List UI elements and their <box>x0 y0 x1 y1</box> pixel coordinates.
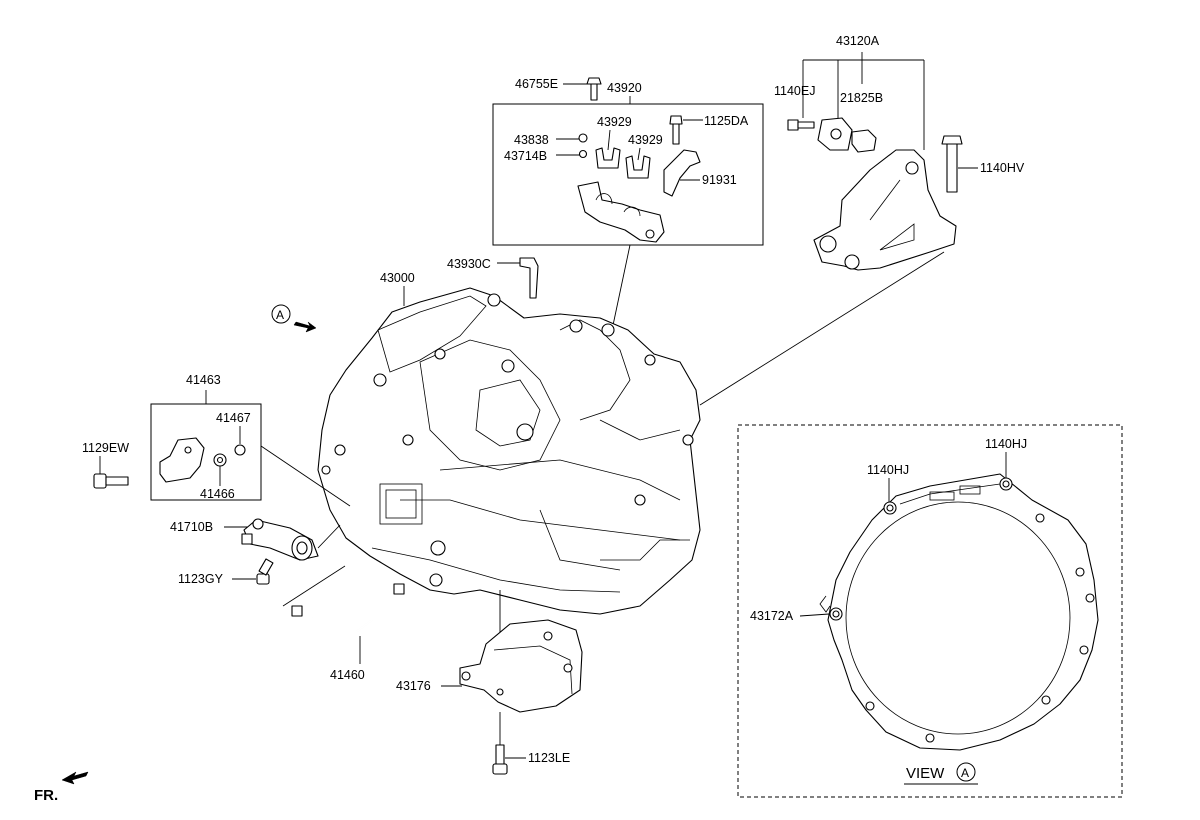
arrow-icon <box>293 321 317 333</box>
label-1123le: 1123LE <box>528 751 570 765</box>
label-41710b: 41710B <box>170 520 213 534</box>
label-1129ew: 1129EW <box>82 441 129 455</box>
view-a-caption: VIEW A <box>904 762 978 785</box>
mount-bracket-group <box>699 52 963 406</box>
label-91931: 91931 <box>702 173 737 187</box>
engine-mount-bracket <box>813 149 957 271</box>
cover-43176 <box>459 619 583 745</box>
transaxle-case <box>317 287 701 615</box>
clutch-fork-group <box>93 390 351 507</box>
mount-insulator-21825b <box>851 129 877 153</box>
vent-hose-43930c <box>519 257 539 299</box>
view-a-dashed-frame <box>737 424 1123 798</box>
label-43120a: 43120A <box>836 34 880 48</box>
label-41466: 41466 <box>200 487 235 501</box>
shift-bracket-group <box>492 77 764 331</box>
bolt-1140hv <box>941 135 963 193</box>
nut-43838 <box>578 133 588 143</box>
bell-housing-gasket-43172a <box>827 473 1099 751</box>
label-1140hj-right: 1140HJ <box>985 437 1027 451</box>
bolt-1140ej <box>787 119 815 131</box>
label-1123gy: 1123GY <box>178 572 224 586</box>
label-21825b: 21825B <box>840 91 883 105</box>
bolt-1123gy <box>256 558 274 585</box>
bolt-46755e <box>586 77 602 101</box>
label-43176: 43176 <box>396 679 431 693</box>
label-41463: 41463 <box>186 373 221 387</box>
bolt-1125da <box>669 115 683 145</box>
bracket-91931 <box>663 149 701 197</box>
view-a-direction-marker: A <box>271 304 317 333</box>
transaxle-assembly-43000 <box>317 287 701 680</box>
label-1140ej: 1140EJ <box>774 84 815 98</box>
label-43838: 43838 <box>514 133 549 147</box>
front-arrow-icon <box>61 771 89 785</box>
label-41460: 41460 <box>330 668 365 682</box>
bushing-43714b <box>578 149 588 159</box>
clutch-release-cylinder-41710b <box>241 518 341 561</box>
bolt-1123le <box>492 744 508 775</box>
nut-41467 <box>234 444 246 456</box>
label-1125da: 1125DA <box>704 114 749 128</box>
label-1140hj-left: 1140HJ <box>867 463 909 477</box>
label-41467: 41467 <box>216 411 251 425</box>
label-43172a: 43172A <box>750 609 794 623</box>
shift-cable-bracket <box>577 181 665 243</box>
view-a-marker-letter: A <box>276 308 284 322</box>
label-43930c: 43930C <box>447 257 491 271</box>
clip-43929-left <box>595 147 621 169</box>
label-43714b: 43714B <box>504 149 547 163</box>
clip-43929-right <box>625 155 651 179</box>
view-a-panel <box>737 424 1123 798</box>
group-box-43920 <box>492 103 764 246</box>
view-a-caption-letter: A <box>961 766 969 780</box>
label-43929-left: 43929 <box>597 115 632 129</box>
front-label: FR. <box>34 787 58 804</box>
front-direction-indicator: FR. <box>34 771 89 804</box>
view-a-caption-word: VIEW <box>906 765 945 782</box>
label-43929-right: 43929 <box>628 133 663 147</box>
label-43920: 43920 <box>607 81 642 95</box>
label-43000: 43000 <box>380 271 415 285</box>
clutch-tube-41460 <box>282 565 405 664</box>
release-fork-41463 <box>159 437 205 483</box>
label-46755e: 46755E <box>515 77 558 91</box>
label-1140hv: 1140HV <box>980 161 1025 175</box>
bolt-1129ew <box>93 473 129 489</box>
